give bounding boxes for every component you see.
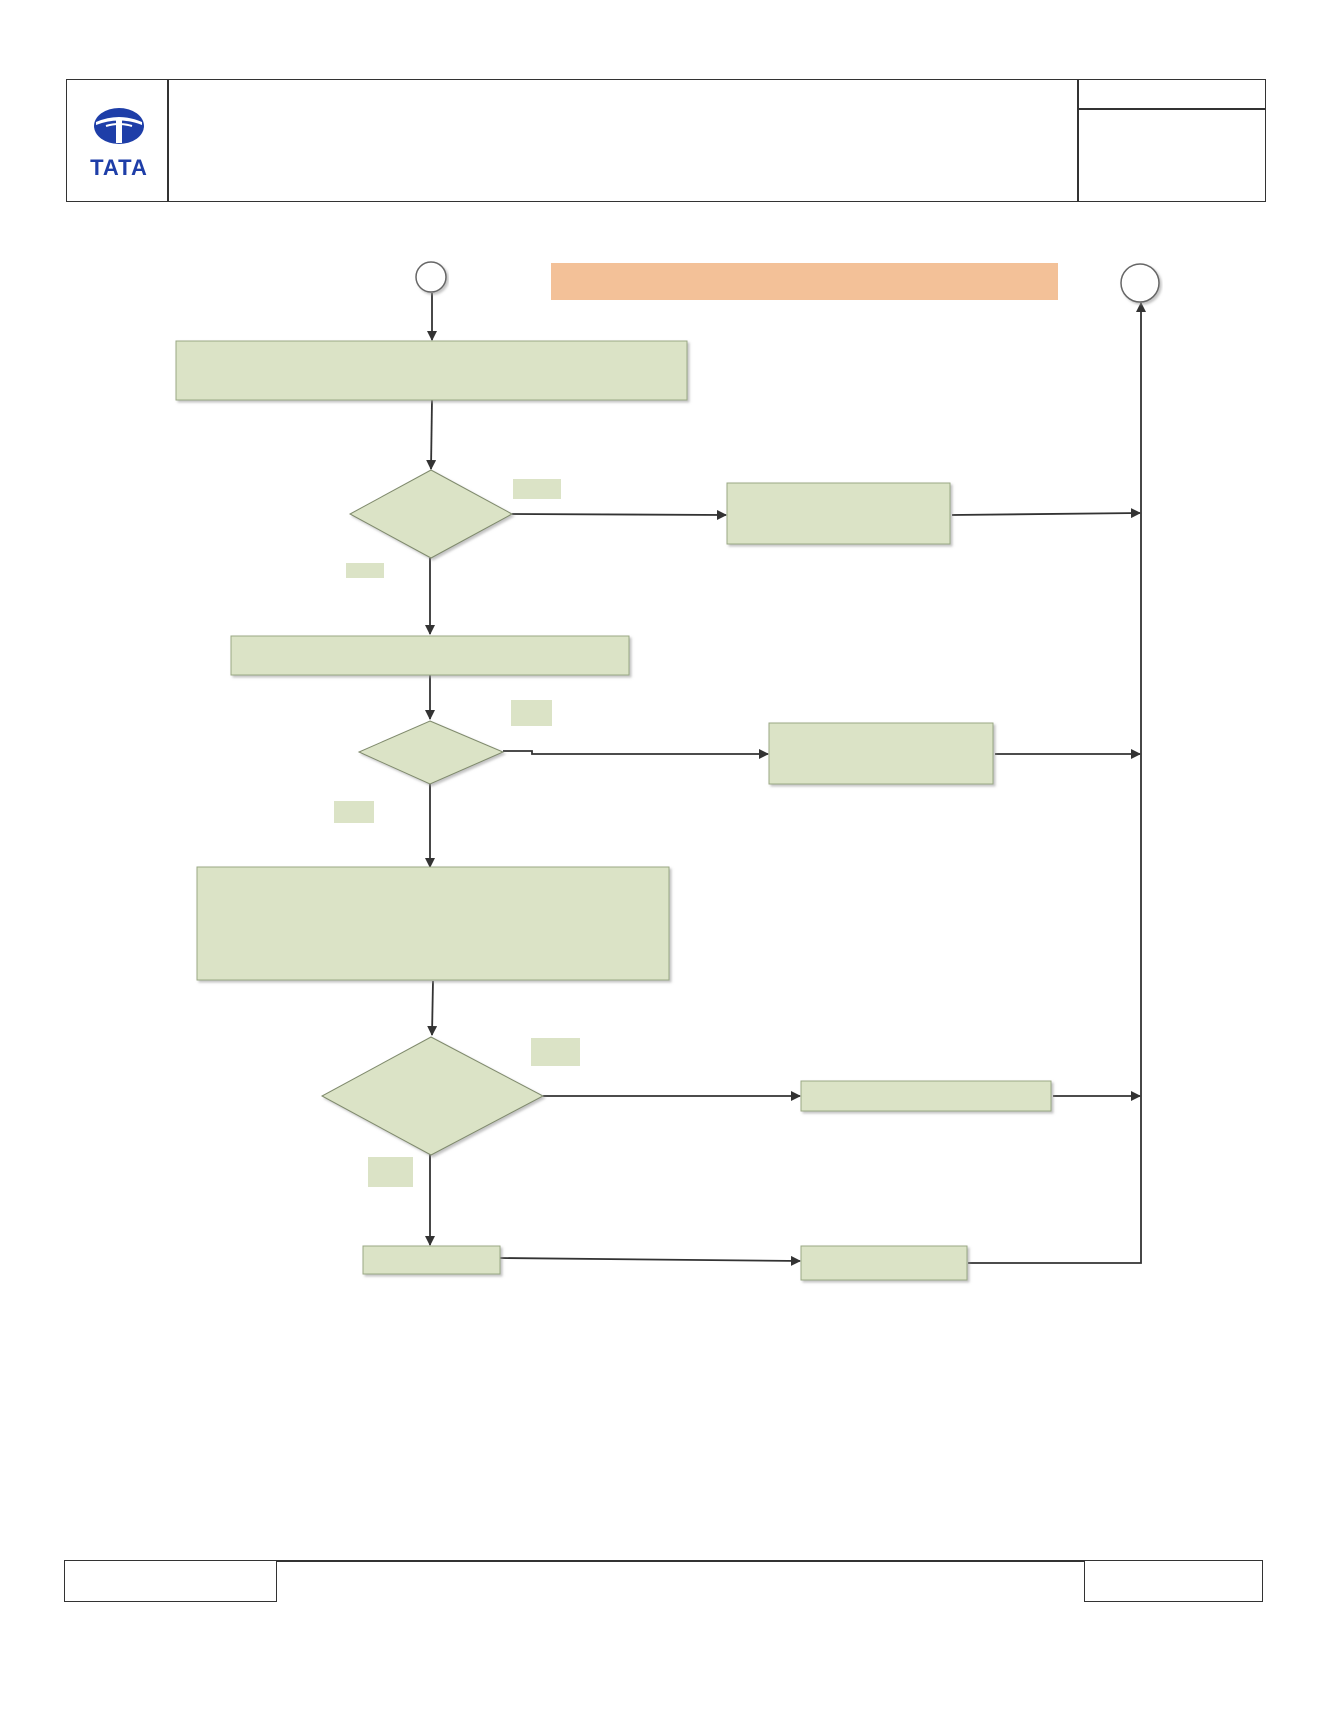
edge-action4-merge <box>968 302 1146 1264</box>
tata-logo: TATA <box>82 104 156 184</box>
edge-step3-decision3 <box>427 980 438 1036</box>
branch-label-d2-right <box>511 700 552 726</box>
branch-label-d2-down <box>334 801 374 823</box>
process-node-action2 <box>768 722 994 785</box>
footer-left-box <box>64 1560 277 1602</box>
process-node-step1 <box>175 340 688 401</box>
edge-decision2-action2 <box>503 749 769 759</box>
edge-decision1-action1 <box>511 509 727 520</box>
process-node-action3 <box>800 1080 1052 1112</box>
header-logo-divider <box>167 79 169 202</box>
decision-node-2 <box>357 720 505 785</box>
section-banner <box>551 263 1058 300</box>
branch-label-d3-right <box>531 1038 580 1066</box>
process-node-step2 <box>230 635 630 676</box>
branch-label-d1-right <box>513 479 561 499</box>
edge-step1-decision1 <box>426 399 437 470</box>
branch-label-d3-down <box>368 1157 413 1187</box>
end-connector <box>1120 263 1160 303</box>
process-node-step4 <box>362 1245 501 1275</box>
footer-right-box <box>1084 1560 1263 1602</box>
start-connector <box>415 261 447 293</box>
header-right-hline <box>1077 108 1266 110</box>
process-node-step3 <box>196 866 670 981</box>
decision-node-1 <box>348 469 514 559</box>
header-frame <box>66 79 1266 202</box>
header-right-divider <box>1077 79 1079 202</box>
logo-wordmark: TATA <box>90 155 148 180</box>
edge-action1-merge <box>951 508 1141 519</box>
tata-emblem-icon <box>94 108 144 144</box>
branch-label-d1-down <box>346 563 384 578</box>
connector-lines <box>425 293 1146 1266</box>
edge-step4-action4 <box>499 1255 801 1266</box>
process-node-action1 <box>726 482 951 545</box>
decision-node-3 <box>320 1036 545 1156</box>
process-node-action4 <box>800 1245 968 1281</box>
footer-top-rule <box>277 1560 1085 1562</box>
